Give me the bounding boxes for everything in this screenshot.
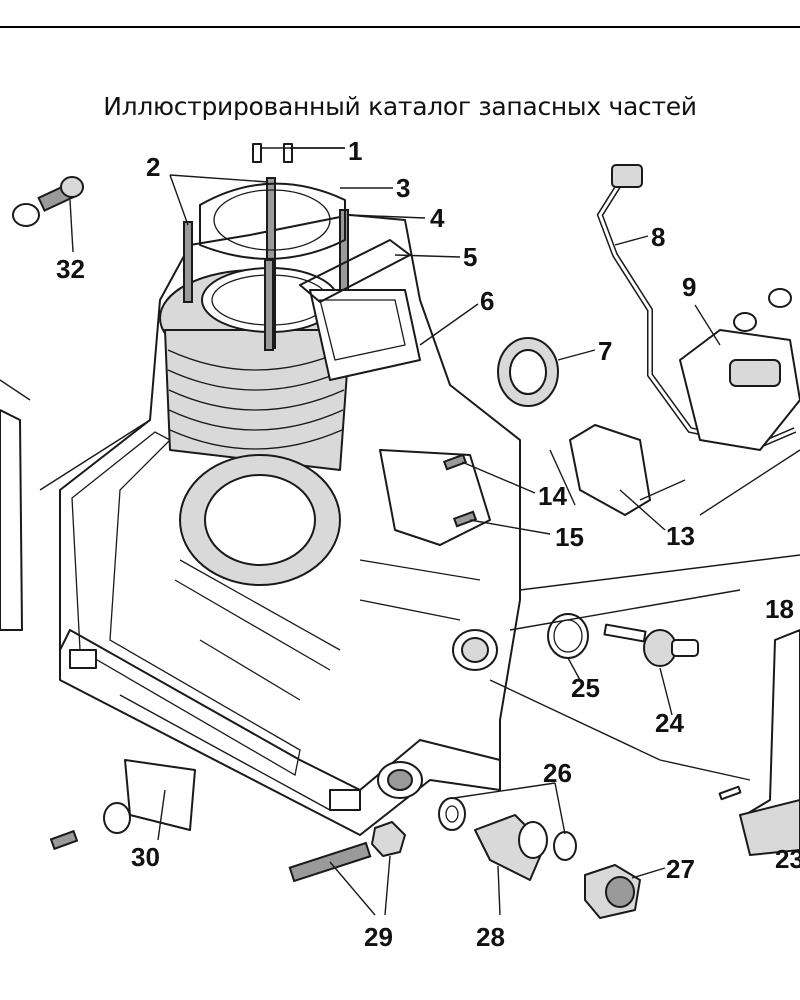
callout-23: 23 (775, 844, 800, 874)
page-title: Иллюстрированный каталог запасных частей (103, 92, 697, 121)
callout-7: 7 (598, 336, 612, 366)
callout-14: 14 (538, 481, 567, 511)
callout-29: 29 (364, 922, 393, 952)
callout-32: 32 (56, 254, 85, 284)
callout-13: 13 (666, 521, 695, 551)
dowel-pins (252, 143, 293, 163)
callout-1: 1 (348, 136, 362, 166)
callout-3: 3 (396, 173, 410, 203)
pump-gasket (569, 424, 651, 516)
side-bracket (0, 409, 23, 631)
callout-18: 18 (765, 594, 794, 624)
left-bolt-parts (12, 176, 84, 227)
crankcase (59, 214, 521, 836)
callout-28: 28 (476, 922, 505, 952)
callout-26: 26 (543, 758, 572, 788)
drain-plug-parts (438, 797, 641, 919)
callout-30: 30 (131, 842, 160, 872)
stud-and-nut (288, 821, 406, 883)
callout-5: 5 (463, 242, 477, 272)
governor-assembly (718, 629, 800, 856)
callout-6: 6 (480, 286, 494, 316)
oil-filler-cap (603, 623, 699, 667)
oil-seal (497, 337, 559, 407)
callout-8: 8 (651, 222, 665, 252)
callout-27: 27 (666, 854, 695, 884)
leader-lines (0, 147, 800, 916)
cover-plate-parts (49, 759, 196, 851)
callout-25: 25 (571, 673, 600, 703)
callout-9: 9 (682, 272, 696, 302)
injection-pump (679, 288, 800, 451)
callout-2: 2 (146, 152, 160, 182)
callout-4: 4 (430, 203, 445, 233)
head-gasket (199, 182, 346, 260)
callout-labels: 1 2 3 4 5 6 7 8 9 13 14 15 18 23 24 25 2… (56, 136, 800, 952)
top-rule (0, 26, 800, 28)
callout-15: 15 (555, 522, 584, 552)
callout-24: 24 (655, 708, 684, 738)
